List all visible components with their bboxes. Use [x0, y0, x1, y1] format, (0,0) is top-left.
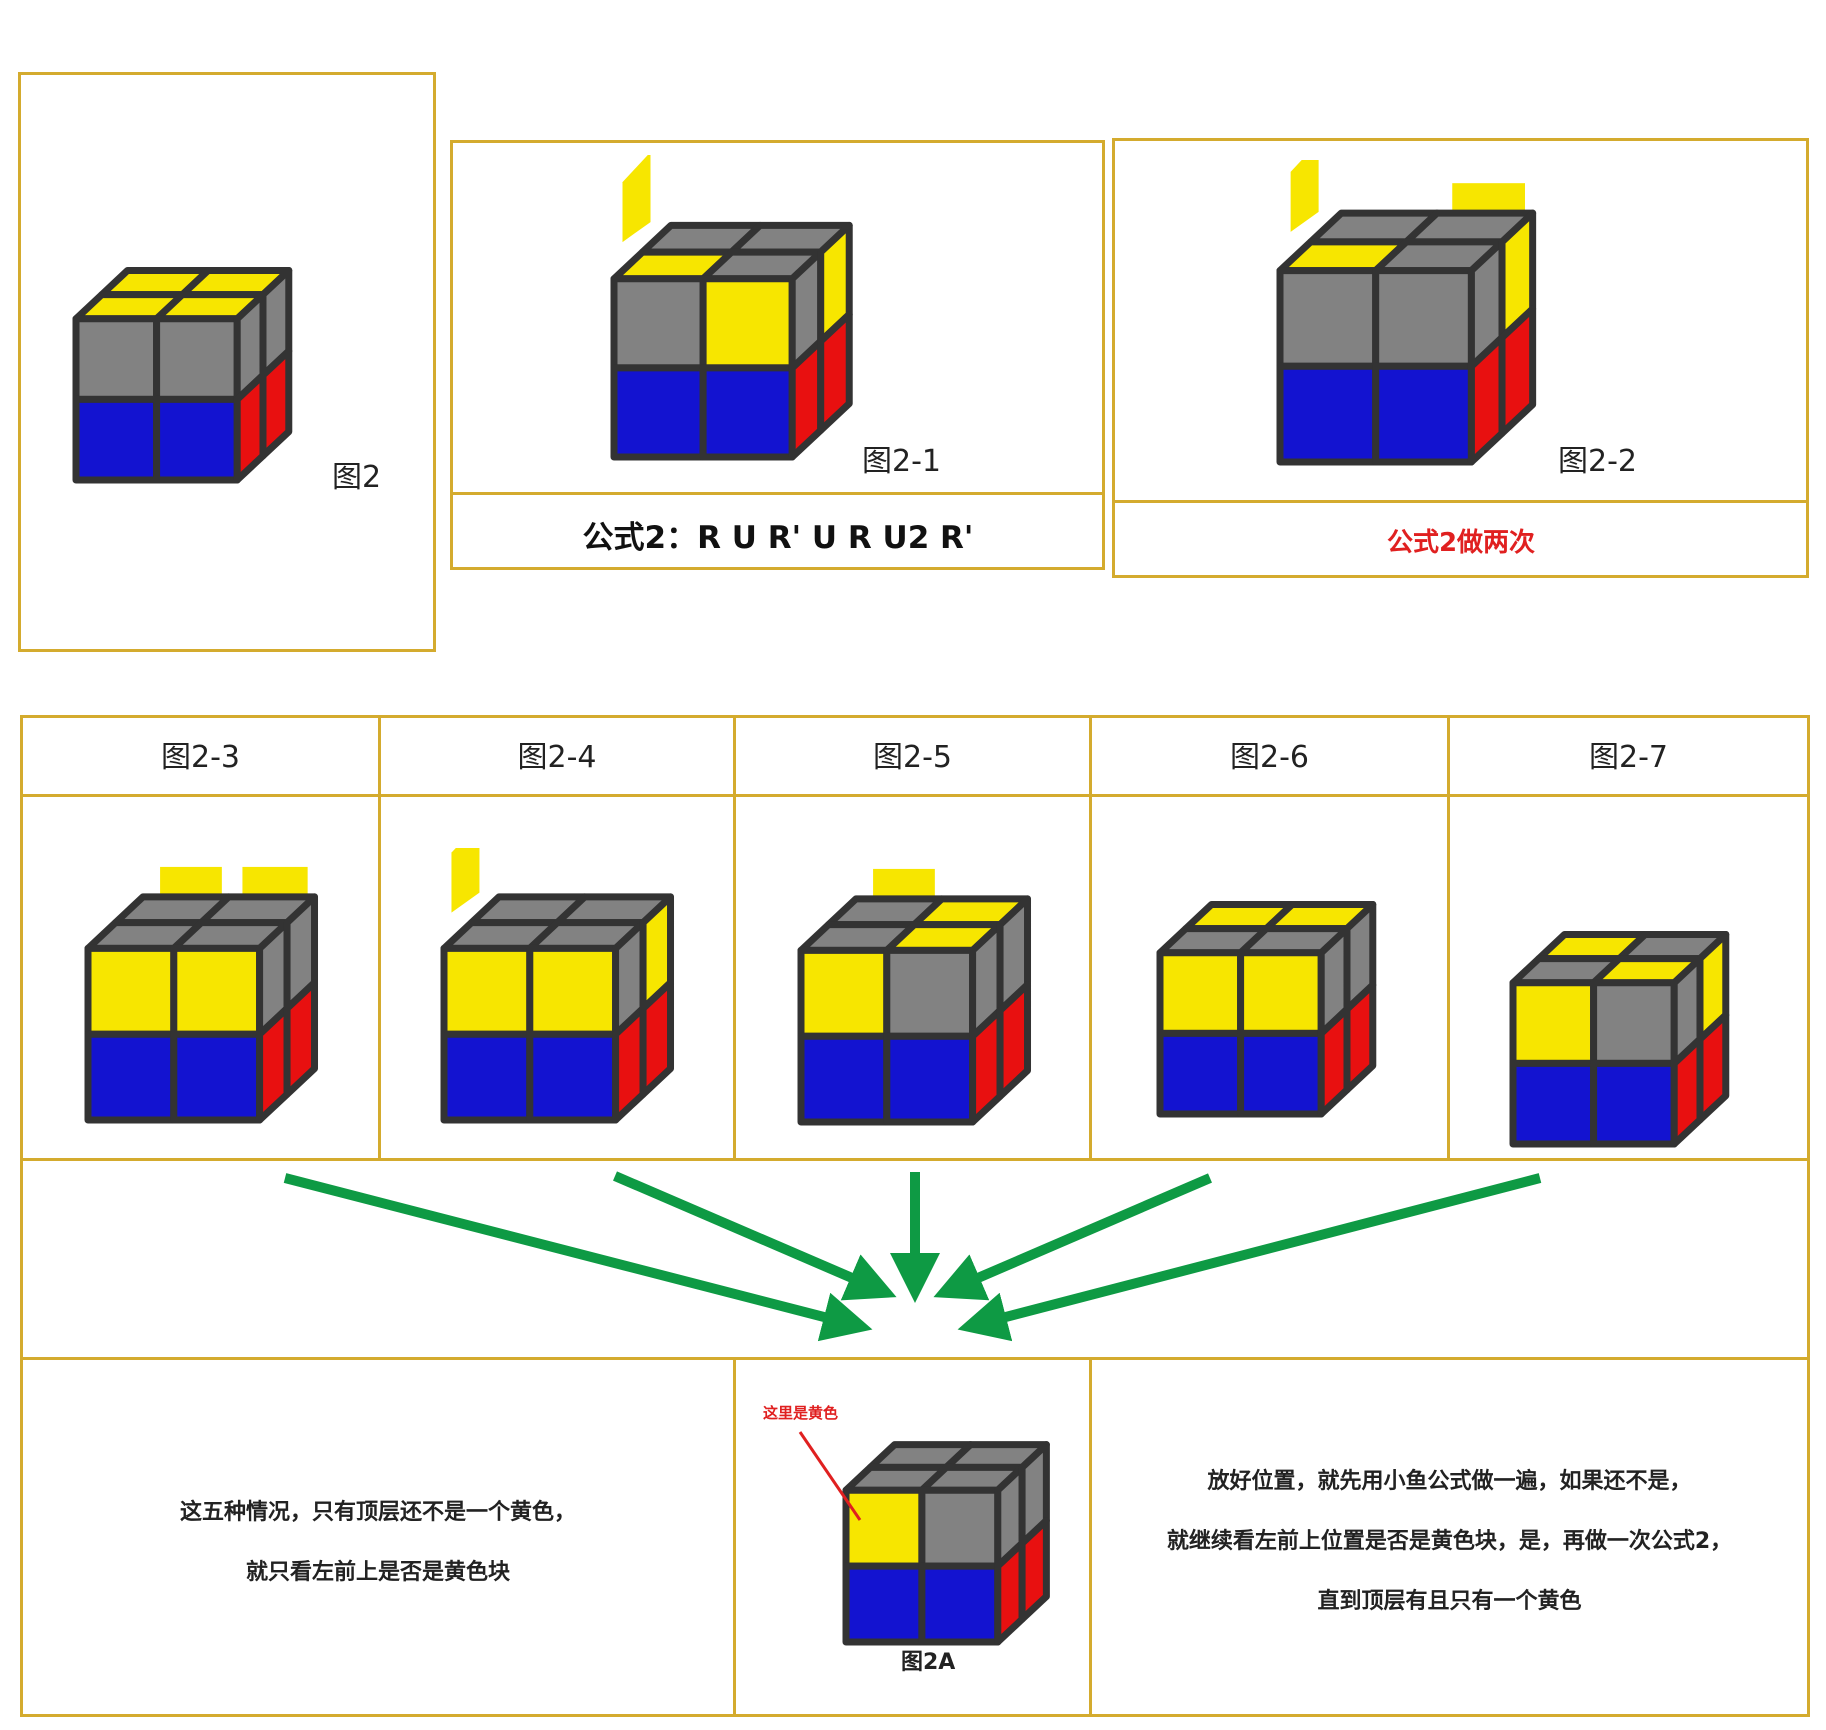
arrow-from-fig2-3 — [283, 1173, 873, 1342]
fig2-2-divider — [1112, 500, 1809, 503]
fig2A-note: 这里是黄色 — [763, 1404, 839, 1422]
col-head-fig2-3: 图2-3 — [161, 740, 240, 775]
left-desc-line-1: 这五种情况，只有顶层还不是一个黄色， — [179, 1500, 576, 1525]
fig2A-label: 图2A — [901, 1650, 956, 1675]
fig2-2-panel — [1112, 138, 1809, 578]
arrow-from-fig2-4 — [613, 1171, 897, 1301]
right-desc-line-3: 直到顶层有且只有一个黄色 — [1317, 1589, 1582, 1614]
fig2-panel — [18, 72, 436, 652]
cube-fig2-4 — [440, 848, 675, 1124]
cube-fig2 — [72, 266, 293, 484]
table-col-divider-3 — [1089, 715, 1092, 1158]
table-col-divider-1 — [378, 715, 381, 1158]
table-header-divider — [20, 794, 1810, 797]
arrow-from-fig2-6 — [933, 1173, 1212, 1301]
fig2-label: 图2 — [332, 460, 382, 495]
col-head-fig2-4: 图2-4 — [517, 740, 597, 775]
table-bottom-divider-2 — [1089, 1357, 1092, 1717]
cube-fig2-6 — [1156, 900, 1377, 1118]
cube-fig2-7 — [1509, 930, 1730, 1148]
table-col-divider-4 — [1447, 715, 1450, 1158]
left-desc-line-2: 就只看左前上是否是黄色块 — [245, 1560, 510, 1585]
note-pointer-line — [798, 1431, 862, 1521]
cube-fig2A — [842, 1441, 1050, 1646]
cube-fig2-2 — [1276, 160, 1537, 466]
fig2-2-label: 图2-2 — [1558, 444, 1637, 479]
cube-fig2-3 — [84, 866, 319, 1124]
col-head-fig2-6: 图2-6 — [1230, 740, 1309, 775]
fig2-1-divider — [450, 492, 1105, 495]
table-row-divider-2 — [20, 1357, 1810, 1360]
table-row-divider-1 — [20, 1158, 1810, 1161]
right-desc-line-1: 放好位置，就先用小鱼公式做一遍，如果还不是， — [1207, 1469, 1692, 1494]
table-col-divider-2 — [733, 715, 736, 1158]
cases-table — [20, 715, 1810, 1717]
fig2-2-formula: 公式2做两次 — [1386, 528, 1536, 558]
right-desc-line-2: 就继续看左前上位置是否是黄色块，是，再做一次公式2， — [1166, 1529, 1733, 1554]
fig2-1-panel — [450, 140, 1105, 570]
fig2-1-label: 图2-1 — [862, 444, 941, 479]
cube-fig2-1 — [610, 155, 853, 461]
arrow-from-fig2-7 — [957, 1173, 1542, 1342]
fig2-1-formula: 公式2：R U R' U R U2 R' — [582, 520, 974, 556]
table-bottom-divider-1 — [733, 1357, 736, 1717]
col-head-fig2-7: 图2-7 — [1589, 740, 1668, 775]
col-head-fig2-5: 图2-5 — [873, 740, 952, 775]
cube-fig2-5 — [797, 868, 1032, 1126]
